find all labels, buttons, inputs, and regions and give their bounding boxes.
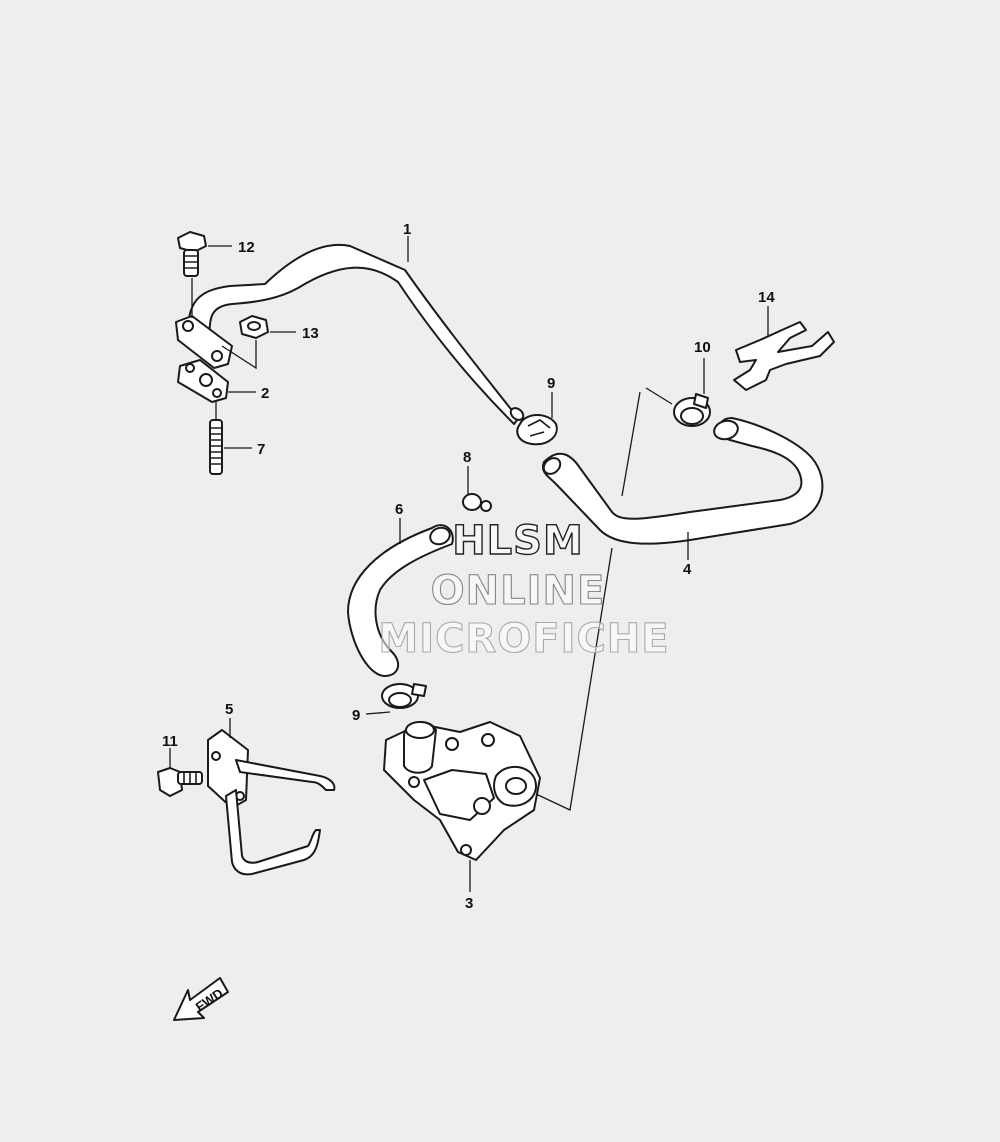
callout-5[interactable]: 5 bbox=[225, 701, 233, 718]
callout-2[interactable]: 2 bbox=[261, 385, 269, 402]
part-8-clamp[interactable] bbox=[462, 493, 492, 512]
callout-9-upper[interactable]: 9 bbox=[547, 375, 555, 392]
fwd-arrow-icon: FWD bbox=[173, 977, 229, 1021]
callout-6[interactable]: 6 bbox=[395, 501, 403, 518]
callout-7[interactable]: 7 bbox=[257, 441, 265, 458]
part-13-nut[interactable] bbox=[239, 315, 269, 339]
callout-4[interactable]: 4 bbox=[683, 561, 692, 578]
part-10-clamp[interactable] bbox=[673, 393, 711, 427]
part-2-gasket[interactable] bbox=[177, 359, 229, 403]
part-1-pipe[interactable] bbox=[186, 243, 526, 425]
watermark: HLSM ONLINE MICROFICHE bbox=[378, 517, 669, 662]
callout-3[interactable]: 3 bbox=[465, 895, 473, 912]
part-5-bracket[interactable] bbox=[207, 729, 336, 876]
watermark-line-3: MICROFICHE bbox=[378, 616, 669, 662]
callout-labels: 1 12 13 2 7 9 10 14 8 6 4 9 5 11 3 bbox=[162, 221, 775, 912]
watermark-line-2: ONLINE bbox=[431, 568, 606, 614]
part-4-hose[interactable] bbox=[541, 417, 824, 545]
callout-1[interactable]: 1 bbox=[403, 221, 411, 238]
callout-9-lower[interactable]: 9 bbox=[352, 707, 360, 724]
part-9-clamp-lower[interactable] bbox=[381, 683, 427, 709]
leader-lines bbox=[169, 236, 769, 892]
callout-8[interactable]: 8 bbox=[463, 449, 471, 466]
callout-14[interactable]: 14 bbox=[758, 289, 775, 306]
callout-10[interactable]: 10 bbox=[694, 339, 711, 356]
callout-13[interactable]: 13 bbox=[302, 325, 319, 342]
part-11-bolt[interactable] bbox=[157, 767, 203, 797]
part-9-clamp-upper[interactable] bbox=[516, 414, 558, 446]
watermark-line-1: HLSM bbox=[452, 518, 584, 564]
callout-11[interactable]: 11 bbox=[162, 733, 178, 750]
part-12-bolt[interactable] bbox=[177, 231, 207, 277]
part-3-valve[interactable] bbox=[383, 721, 541, 861]
pipe-flange bbox=[175, 315, 233, 369]
part-7-stud[interactable] bbox=[209, 419, 223, 475]
callout-12[interactable]: 12 bbox=[238, 239, 255, 256]
part-14-clip[interactable] bbox=[733, 321, 835, 391]
part-6-hose[interactable] bbox=[347, 524, 454, 677]
